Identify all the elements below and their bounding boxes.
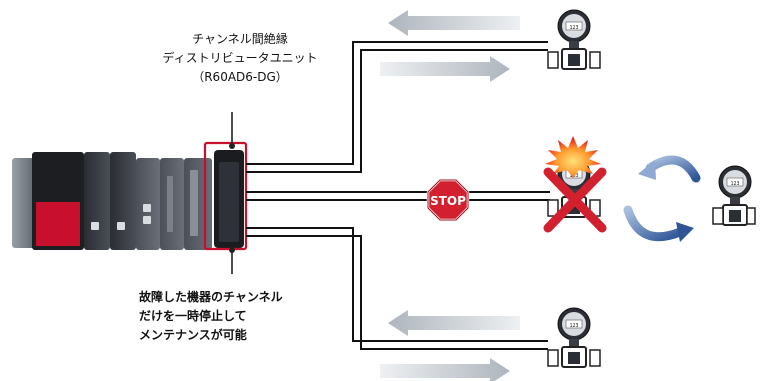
stop-text: STOP <box>430 194 466 208</box>
arrow-top-right <box>380 56 510 82</box>
bottom-label-line-1: 故障した機器のチャンネル <box>139 290 283 304</box>
top-label-line-2: ディストリビュータユニット <box>162 51 318 65</box>
bottom-label-line-3: メンテナンスが可能 <box>139 328 247 342</box>
transmitter-top: 123 <box>547 9 601 70</box>
transmitter-bottom: 123 <box>547 307 601 368</box>
maintenance-note-label: 故障した機器のチャンネル だけを一時停止して メンテナンスが可能 <box>139 288 339 345</box>
cycle-arrows-icon <box>623 155 701 242</box>
arrow-bottom-left <box>388 310 520 336</box>
cable-bottom <box>246 227 548 350</box>
cable-top <box>246 41 548 173</box>
highlight-frame <box>203 141 248 251</box>
top-label-line-3: （R60AD6-DG） <box>192 70 288 84</box>
device-display-replacement: 123 <box>730 181 739 187</box>
arrow-top-left <box>388 10 520 36</box>
cable-middle <box>246 191 550 201</box>
device-display-top: 123 <box>569 25 578 31</box>
arrow-bottom-right <box>380 358 510 381</box>
top-label-line-1: チャンネル間絶縁 <box>192 32 288 46</box>
stop-sign: STOP <box>426 178 470 222</box>
plc-rack <box>12 141 248 251</box>
distributor-unit-label: チャンネル間絶縁 ディストリビュータユニット （R60AD6-DG） <box>140 30 340 87</box>
device-display-bottom: 123 <box>569 323 578 329</box>
transmitter-replacement: 123 <box>712 165 756 226</box>
x-mark-icon <box>543 167 607 233</box>
alert-burst-icon <box>545 136 601 178</box>
bottom-label-line-2: だけを一時停止して <box>139 309 247 323</box>
